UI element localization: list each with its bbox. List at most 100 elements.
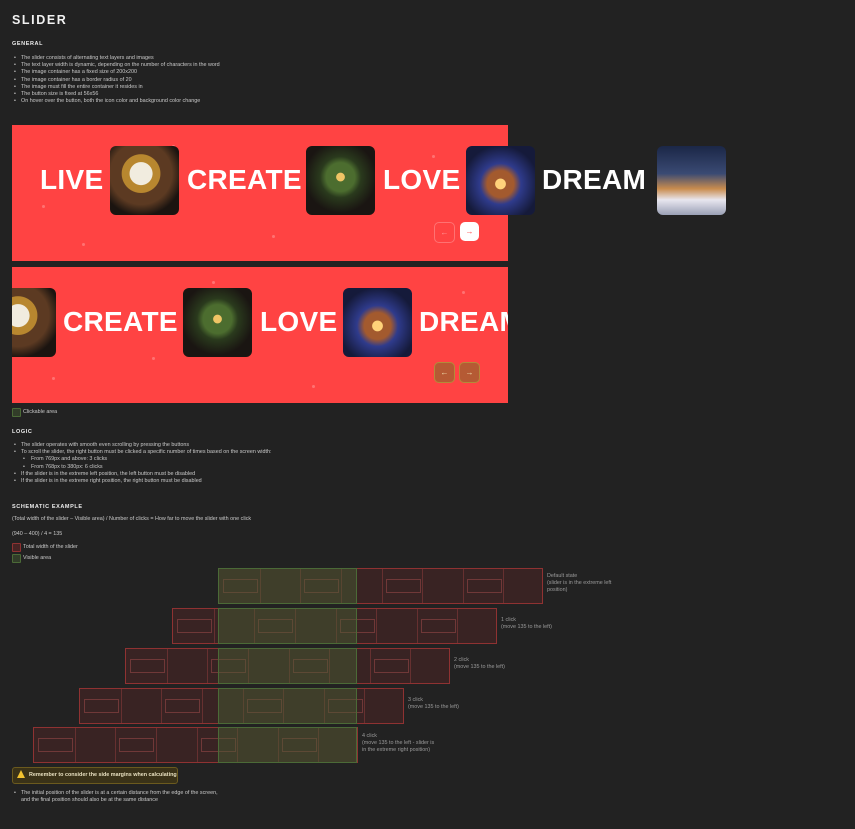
slider-segment-divider	[207, 649, 209, 683]
visible-area-label: Visible area	[23, 555, 52, 561]
slider-segment-divider	[329, 649, 331, 683]
slider-text-block	[84, 699, 119, 713]
slider-segment-divider	[288, 649, 290, 683]
slider-prev-button[interactable]: ←	[434, 222, 455, 243]
logic-subitem: From 768px to 380px: 6 clicks	[12, 464, 332, 471]
slider-text-block	[246, 699, 282, 713]
slider-segment-divider	[462, 569, 464, 603]
slider-text-block	[373, 659, 409, 673]
slider-text-block	[165, 699, 201, 713]
slider-text-block	[211, 659, 247, 673]
slider-segment-divider	[254, 609, 256, 643]
slider-text-block	[177, 619, 212, 633]
visible-area-swatch	[12, 554, 21, 563]
slider-segment-divider	[166, 649, 168, 683]
slider-segment-divider	[155, 728, 157, 762]
slider-next-button[interactable]: →	[460, 222, 479, 241]
slider-segment-divider	[318, 728, 320, 762]
slider-text-block	[304, 579, 340, 593]
general-item: The image container has a fixed size of …	[12, 69, 232, 76]
schematic-row-label: 1 click(move 135 to the left)	[501, 617, 552, 631]
slider-text-block	[385, 579, 421, 593]
slider-segment-divider	[381, 569, 383, 603]
slider-segment-divider	[294, 609, 296, 643]
visible-area-bar	[218, 688, 357, 724]
slider-text-block	[38, 738, 73, 752]
schematic-row-label: Default state(slider is in the extreme l…	[547, 573, 612, 594]
slider-word: CREATE	[63, 306, 178, 337]
slider-scrolled-state: CREATE LOVE DREAM ← →	[12, 267, 508, 403]
slider-segment-divider	[115, 728, 117, 762]
schematic-formula: (Total width of the slider – Visible are…	[12, 516, 252, 522]
slider-segment-divider	[242, 689, 244, 723]
visible-area-bar	[218, 727, 357, 763]
logic-item: If the slider is in the extreme left pos…	[12, 471, 332, 478]
slider-text-block	[119, 738, 155, 752]
schematic-heading: SCHEMATIC EXAMPLE	[12, 504, 83, 510]
general-item: On hover over the button, both the icon …	[12, 98, 232, 105]
slider-segment-divider	[457, 609, 459, 643]
general-list: The slider consists of alternating text …	[12, 55, 232, 106]
slider-segment-divider	[323, 689, 325, 723]
slider-total-bar	[79, 688, 404, 724]
slider-default-state: LIVE CREATE LOVE ← →	[12, 125, 508, 261]
visible-area-bar	[218, 608, 357, 644]
slider-prev-button[interactable]: ←	[434, 362, 455, 383]
slider-text-block	[281, 738, 317, 752]
slider-segment-divider	[364, 689, 366, 723]
slider-segment-divider	[201, 689, 203, 723]
slider-segment-divider	[259, 569, 261, 603]
slider-word: LOVE	[260, 306, 338, 337]
slider-segment-divider	[283, 689, 285, 723]
slider-segment-divider	[300, 569, 302, 603]
slider-segment-divider	[237, 728, 239, 762]
slider-text-block	[130, 659, 165, 673]
general-item: The image container has a border radius …	[12, 77, 232, 84]
arrow-left-icon: ←	[440, 368, 449, 377]
slider-word: LOVE	[383, 164, 461, 195]
slider-total-bar	[218, 568, 543, 604]
snowy-house-image	[657, 146, 726, 215]
schematic-row-label: 3 click(move 135 to the left)	[408, 697, 459, 711]
clickable-area-swatch	[12, 408, 21, 417]
slider-segment-divider	[277, 728, 279, 762]
logic-item: The slider operates with smooth even scr…	[12, 442, 332, 449]
slider-segment-divider	[247, 649, 249, 683]
total-width-label: Total width of the slider	[23, 544, 78, 550]
slider-text-block	[223, 579, 258, 593]
final-note: The initial position of the slider is at…	[12, 790, 222, 804]
slider-word: DREAM	[419, 306, 508, 337]
slider-text-block	[258, 619, 294, 633]
schematic-calc: (940 – 400) / 4 = 135	[12, 531, 63, 537]
warning-text: Remember to consider the side margins wh…	[29, 772, 177, 778]
slider-segment-divider	[161, 689, 163, 723]
slider-segment-divider	[340, 569, 342, 603]
page-title: SLIDER	[12, 13, 68, 27]
snowman-image	[12, 288, 56, 357]
visible-area-bar	[218, 568, 357, 604]
slider-segment-divider	[422, 569, 424, 603]
slider-segment-divider	[416, 609, 418, 643]
snow-globe-image	[343, 288, 412, 357]
warning-icon	[17, 770, 25, 778]
slider-text-block	[327, 699, 363, 713]
total-width-swatch	[12, 543, 21, 552]
slider-word: CREATE	[187, 164, 302, 195]
slider-next-button[interactable]: →	[459, 362, 480, 383]
snow-globe-image	[466, 146, 535, 215]
warning-callout: Remember to consider the side margins wh…	[12, 767, 178, 784]
logic-list: The slider operates with smooth even scr…	[12, 442, 332, 485]
schematic-row-label: 2 click(move 135 to the left)	[454, 657, 505, 671]
christmas-tree-image	[306, 146, 375, 215]
logic-item: To scroll the slider, the right button m…	[12, 449, 332, 456]
slider-segment-divider	[335, 609, 337, 643]
slider-segment-divider	[410, 649, 412, 683]
visible-area-bar	[218, 648, 357, 684]
slider-text-block	[339, 619, 375, 633]
clickable-area-label: Clickable area	[23, 409, 58, 415]
final-notes: The initial position of the slider is at…	[12, 790, 222, 804]
general-item: The text layer width is dynamic, dependi…	[12, 62, 232, 69]
general-item: The slider consists of alternating text …	[12, 55, 232, 62]
slider-segment-divider	[120, 689, 122, 723]
christmas-tree-image	[183, 288, 252, 357]
